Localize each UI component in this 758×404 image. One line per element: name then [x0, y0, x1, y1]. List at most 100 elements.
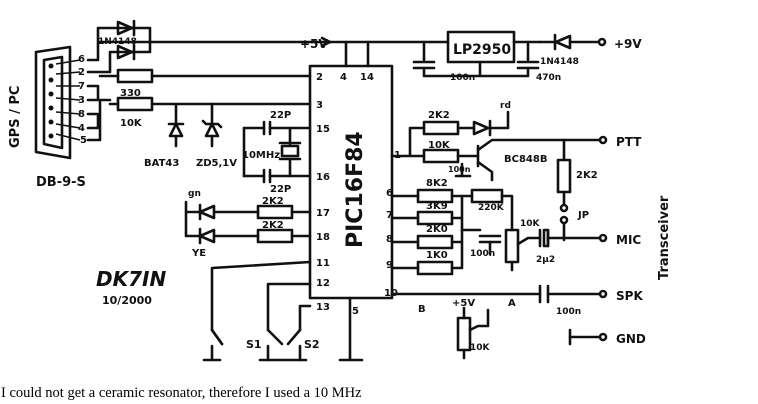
bat43-label: BAT43 — [144, 158, 179, 169]
resistor-10k-input — [116, 96, 154, 112]
side-label-gps: GPS / PC — [8, 86, 23, 148]
db-pin-7: 7 — [78, 81, 85, 92]
diode-1n4148-pair — [116, 19, 136, 61]
c100n-b-label: 100n — [448, 165, 471, 174]
pin-5: 5 — [352, 306, 359, 317]
s1-label: S1 — [246, 338, 262, 351]
r330-label: 330 — [120, 88, 141, 99]
mic-label: MIC — [616, 233, 641, 247]
resistor-3k9 — [416, 210, 454, 226]
r2k2-b-label: 2K2 — [576, 170, 598, 181]
resistor-330 — [116, 68, 154, 84]
regulator-label: LP2950 — [453, 42, 511, 58]
pin-17: 17 — [316, 208, 330, 219]
pin-16: 16 — [316, 172, 330, 183]
pin-7: 7 — [386, 210, 393, 221]
led-rd-label: rd — [500, 101, 511, 111]
s2-label: S2 — [304, 338, 320, 351]
resistor-2k2-pullup — [556, 158, 572, 194]
resistor-2k2-led1 — [256, 204, 294, 220]
r3k9-label: 3K9 — [426, 201, 448, 212]
db-pin-6: 6 — [78, 54, 85, 65]
r2k2-d-label: 2K2 — [262, 220, 284, 231]
pin-9: 9 — [386, 260, 393, 271]
spk-label: SPK — [616, 289, 643, 303]
rail-9v-label: +9V — [614, 37, 642, 51]
diode-1n4148-supply — [553, 33, 572, 51]
c22b-label: 22P — [270, 184, 291, 195]
resistor-2k0 — [416, 234, 454, 250]
led-red — [472, 119, 492, 137]
xtal-label: 10MHz — [242, 150, 280, 161]
date-label: 10/2000 — [102, 294, 152, 307]
resistor-1k0 — [416, 260, 454, 276]
jp-label: JP — [577, 210, 589, 221]
led-gn-label: gn — [188, 189, 201, 199]
gnd-label: GND — [616, 332, 646, 346]
d1-label: 1N4148 — [98, 37, 137, 47]
pin-13: 13 — [316, 302, 330, 313]
c100n-a-label: 100n — [450, 73, 475, 83]
r2k2-a-label: 2K2 — [428, 110, 450, 121]
d3-label: 1N4148 — [540, 57, 579, 67]
r10k-a-label: 10K — [120, 118, 143, 129]
pin-6: 6 — [386, 188, 393, 199]
pin-4: 4 — [340, 72, 347, 83]
zener-label: ZD5,1V — [196, 158, 237, 169]
switch-s2 — [286, 328, 302, 362]
ic-label: PIC16F84 — [343, 131, 368, 248]
resistor-2k2-led — [422, 120, 460, 136]
switch-s1 — [266, 328, 284, 362]
bat43-diode — [167, 122, 185, 148]
author-label: DK7IN — [96, 267, 166, 291]
pin-18: 18 — [316, 232, 330, 243]
resistor-220k — [470, 188, 504, 204]
pin-11: 11 — [316, 258, 330, 269]
led-green — [198, 203, 216, 221]
pot-10k-mic — [504, 228, 520, 264]
connector-label: DB-9-S — [36, 175, 86, 190]
jumper-switch — [210, 328, 224, 346]
db9-connector — [34, 45, 81, 160]
pin-8: 8 — [386, 234, 393, 245]
resistor-10k-base — [422, 148, 460, 164]
ptt-label: PTT — [616, 135, 642, 149]
pin-12: 12 — [316, 278, 330, 289]
led-ye-label: YE — [191, 248, 206, 259]
pin-2: 2 — [316, 72, 323, 83]
c22a-label: 22P — [270, 110, 291, 121]
transistor-label: BC848B — [504, 154, 547, 165]
r10k-b-label: 10K — [428, 140, 451, 151]
pt-a-label: A — [508, 298, 516, 309]
db-pin-8: 8 — [78, 109, 85, 120]
r2k2-c-label: 2K2 — [262, 196, 284, 207]
pin-15: 15 — [316, 124, 330, 135]
led-yellow — [198, 227, 216, 245]
caption-text: I could not get a ceramic resonator, the… — [1, 385, 362, 401]
pot-10k-speaker — [456, 316, 472, 352]
rail-5v-label: +5V — [300, 37, 328, 51]
zener-diode — [201, 119, 223, 148]
r8k2-label: 8K2 — [426, 178, 448, 189]
resistor-2k2-led2 — [256, 228, 294, 244]
r2k0-label: 2K0 — [426, 224, 448, 235]
db-pin-3: 3 — [78, 95, 85, 106]
c100n-c-label: 100n — [470, 249, 495, 259]
db-pin-2: 2 — [78, 67, 85, 78]
crystal-10mhz — [280, 144, 300, 158]
pt-b-label: B — [418, 304, 426, 315]
c100n-d-label: 100n — [556, 307, 581, 317]
pot10k-b-label: 10K — [470, 343, 491, 353]
c470n-label: 470n — [536, 73, 561, 83]
side-label-transceiver: Transceiver — [657, 195, 672, 280]
pot10k-a-label: 10K — [520, 219, 541, 229]
r220k-label: 220K — [478, 203, 505, 213]
db-pin-5: 5 — [80, 135, 87, 146]
pin-14: 14 — [360, 72, 374, 83]
pin-3: 3 — [316, 100, 323, 111]
db-pin-4: 4 — [78, 123, 85, 134]
rail-5v-b-label: +5V — [452, 298, 475, 309]
r1k0-label: 1K0 — [426, 250, 448, 261]
c2u2-label: 2µ2 — [536, 255, 555, 265]
